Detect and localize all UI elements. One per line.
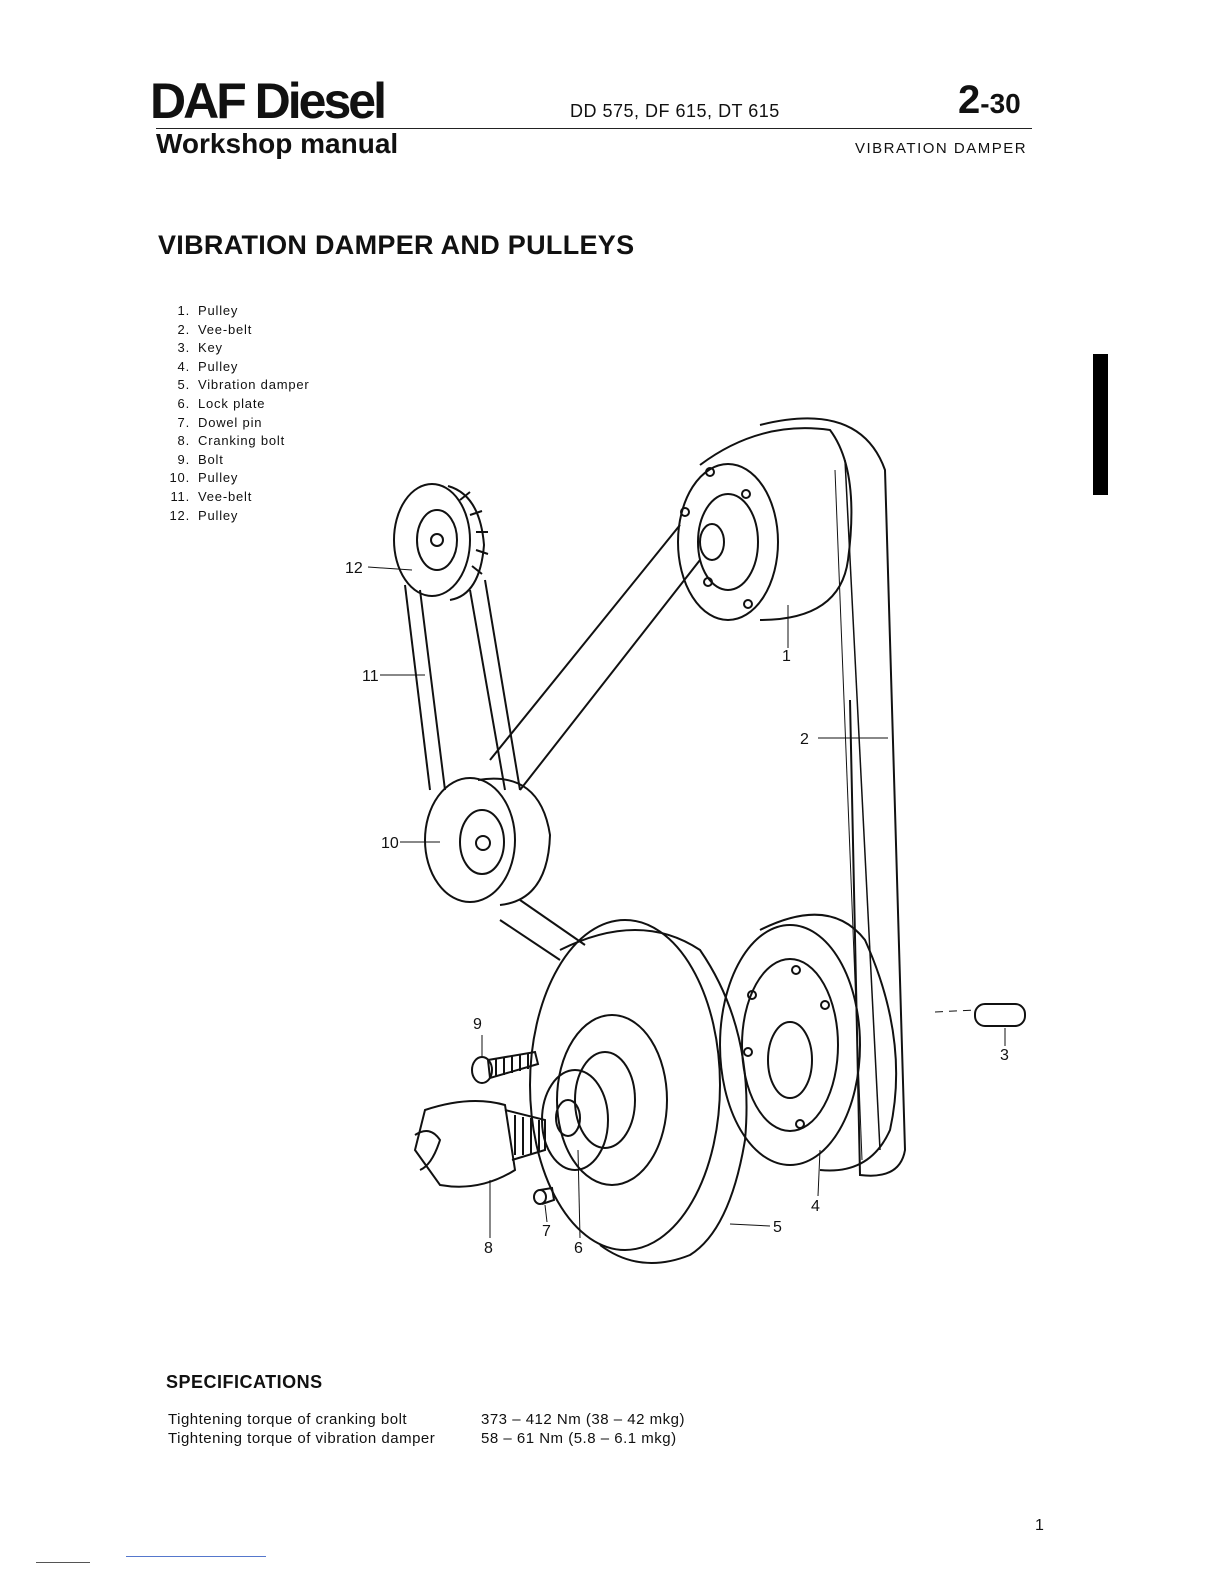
callout-4: 4 (811, 1198, 820, 1215)
callout-10: 10 (381, 835, 399, 852)
vee-belt-main (759, 417, 907, 1177)
footer-rule-blue (126, 1556, 266, 1557)
pulley-1 (677, 463, 779, 621)
pulley-12 (393, 483, 471, 597)
section-title: VIBRATION DAMPER (855, 140, 1028, 157)
callout-6: 6 (574, 1240, 583, 1257)
list-item: 1.Pulley (177, 303, 239, 318)
list-item: 6.Lock plate (177, 395, 266, 411)
callout-3: 3 (1000, 1047, 1009, 1064)
cranking-bolt-8 (413, 1100, 517, 1188)
spec-value: 58 – 61 Nm (5.8 – 6.1 mkg) (481, 1430, 677, 1447)
callout-11: 11 (362, 668, 379, 685)
pulley-10 (424, 777, 516, 903)
dowel-pin-7 (533, 1189, 547, 1205)
callout-5: 5 (773, 1219, 782, 1236)
list-item: 12.Pulley (169, 507, 239, 523)
callout-12: 12 (345, 560, 363, 577)
callout-8: 8 (484, 1240, 493, 1257)
key-3 (974, 1003, 1026, 1027)
list-item: 7.Dowel pin (177, 414, 263, 430)
header-rule (156, 128, 1032, 129)
list-item: 3.Key (177, 340, 223, 356)
callout-1: 1 (782, 648, 791, 665)
page-heading: VIBRATION DAMPER AND PULLEYS (158, 230, 635, 260)
callout-2: 2 (800, 731, 809, 748)
list-item: 4.Pulley (177, 358, 239, 374)
pulley-4 (719, 924, 861, 1166)
table-row: Tightening torque of cranking bolt 373 –… (168, 1410, 685, 1429)
specifications-heading: SPECIFICATIONS (166, 1372, 323, 1392)
engine-models: DD 575, DF 615, DT 615 (570, 101, 780, 121)
list-item: 9.Bolt (177, 451, 224, 467)
specifications-table: Tightening torque of cranking bolt 373 –… (168, 1410, 685, 1448)
page-number-suffix: -30 (980, 88, 1021, 119)
vee-belt-11 (404, 584, 431, 791)
footer-rule (36, 1562, 90, 1563)
list-item: 5.Vibration damper (177, 377, 310, 393)
spec-label: Tightening torque of cranking bolt (168, 1411, 408, 1428)
list-item: 10.Pulley (169, 470, 239, 486)
page-number-main: 2 (958, 78, 981, 122)
spec-value: 373 – 412 Nm (38 – 42 mkg) (481, 1411, 685, 1428)
manual-subtitle: Workshop manual (156, 128, 399, 159)
parts-list: 1.Pulley 2.Vee-belt 3.Key 4.Pulley 5.Vib… (160, 302, 310, 525)
callout-9: 9 (473, 1016, 482, 1033)
section-tab-marker (1093, 354, 1108, 495)
page-number: 2-30 (958, 80, 1021, 120)
list-item: 2.Vee-belt (177, 321, 253, 337)
spec-label: Tightening torque of vibration damper (168, 1430, 436, 1447)
vibration-damper-5 (529, 919, 721, 1251)
footer-page-number: 1 (1035, 1517, 1044, 1534)
callout-7: 7 (542, 1223, 551, 1240)
table-row: Tightening torque of vibration damper 58… (168, 1429, 685, 1448)
list-item: 11.Vee-belt (170, 488, 253, 504)
brand-title: DAF Diesel (150, 73, 387, 129)
lock-plate-6 (541, 1069, 609, 1171)
list-item: 8.Cranking bolt (177, 433, 285, 449)
vee-belt-diagonal (489, 524, 681, 761)
